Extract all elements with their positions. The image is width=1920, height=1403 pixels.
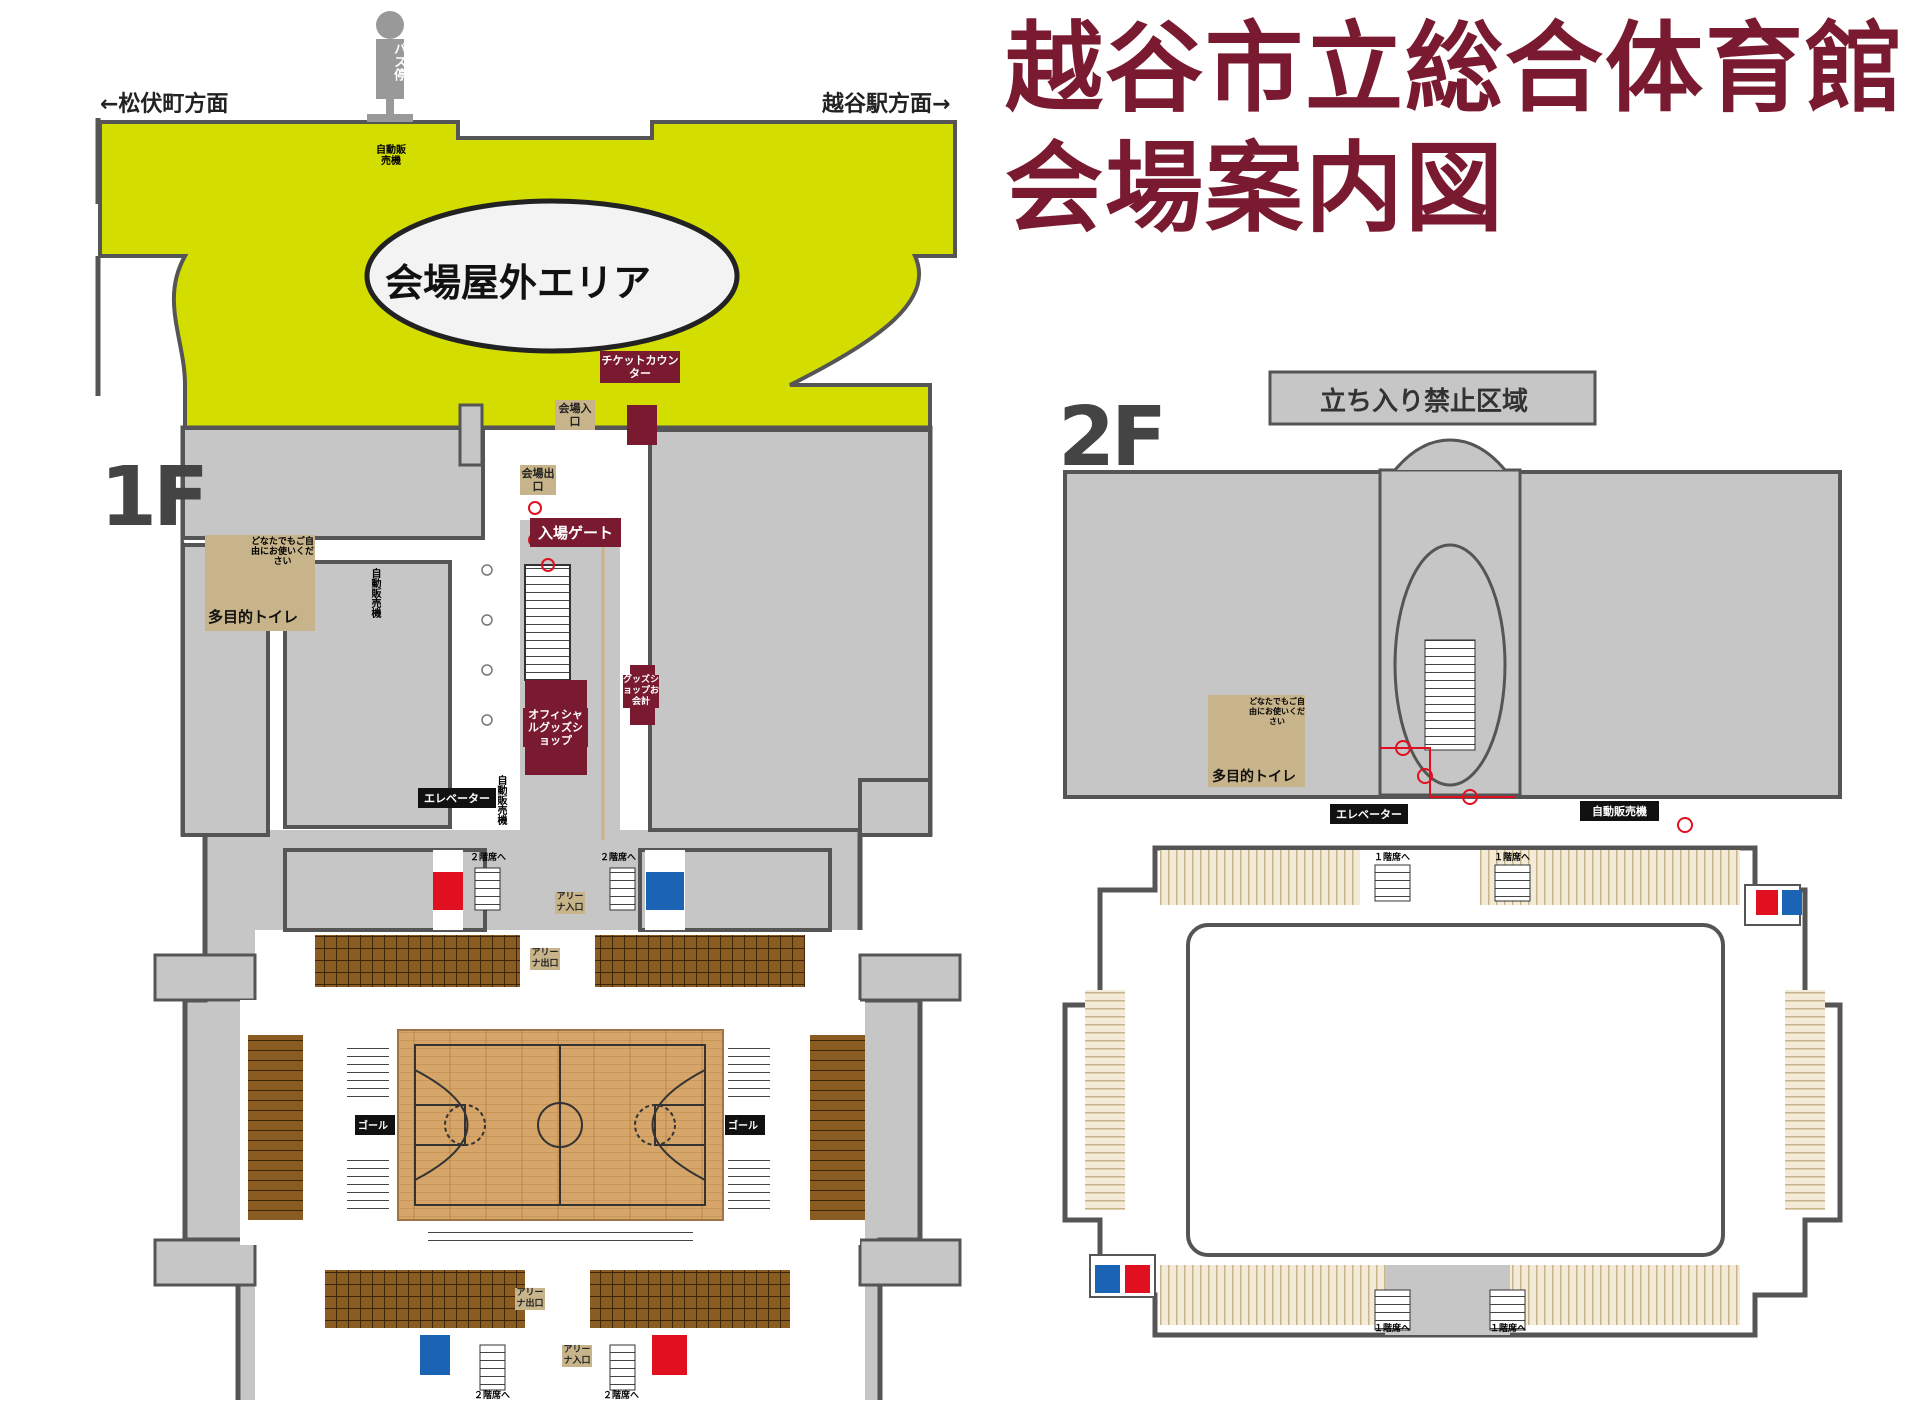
lobby-1f (483, 430, 650, 830)
seats-top-right (595, 935, 805, 987)
venue-exit-label: 会場出口 (520, 465, 556, 495)
seats-top-left (315, 935, 520, 987)
restroom-female-icon (433, 872, 1778, 1375)
room-right-small (858, 778, 932, 837)
floor-2f-label: 2F (1058, 390, 1167, 485)
floor-1f-label: 1F (100, 450, 209, 545)
vending-machine-1f-left-label: 自動販売機 (369, 568, 380, 618)
seats-left (248, 1035, 303, 1220)
direction-left-label: ←松伏町方面 (100, 92, 229, 117)
official-goods-shop-label: オフィシャルグッズショップ (523, 708, 588, 747)
seats-right (810, 1035, 865, 1220)
court-lines (414, 1044, 706, 1206)
goods-register-label: グッズショップお会計 (623, 675, 660, 708)
pillar-right-2 (858, 1238, 962, 1287)
to-1f-label-3: １階席へ (1373, 1324, 1410, 1334)
goal-right-label: ゴール (728, 1121, 758, 1132)
direction-right-label: 越谷駅方面→ (822, 92, 951, 117)
seats-bottom-left (325, 1270, 525, 1328)
pillars (481, 564, 493, 726)
goal-right (725, 1115, 765, 1135)
outdoor-area-oval (364, 198, 740, 354)
entry-gate-label: 入場ゲート (530, 518, 622, 547)
bench-2f-right (1785, 990, 1825, 1210)
escalator-1f (524, 564, 571, 681)
multipurpose-toilet-label-1f: 多目的トイレ (208, 608, 299, 626)
tower-arch (1393, 438, 1507, 471)
bench-2f-left (1085, 990, 1125, 1210)
multipurpose-toilet-label-2f: 多目的トイレ (1212, 769, 1296, 785)
room-right-large (648, 428, 932, 832)
goal-left-label: ゴール (358, 1121, 388, 1132)
room-left-top (181, 426, 485, 540)
pillar-left-1 (153, 953, 257, 1002)
arena-entrance-label-bottom: アリーナ入口 (562, 1345, 592, 1367)
bus-stop-icon (367, 11, 413, 122)
elevator-label-2f: エレベーター (1330, 804, 1408, 824)
to-1f-label-1: １階席へ (1373, 853, 1410, 863)
restricted-area-sign (1268, 370, 1597, 426)
elevator-label-1f: エレベーター (418, 788, 496, 808)
room-top-small (458, 403, 484, 467)
bus-stop-label: バス停 (391, 42, 406, 81)
wheelchair-icon (205, 535, 1305, 787)
ticket-counter-booth (627, 405, 657, 445)
to-1f-label-4: １階席へ (1489, 1324, 1526, 1334)
venue-entrance-label: 会場入口 (555, 400, 595, 430)
vending-machine-1f-label: 自動販売機 (495, 775, 506, 825)
map-title-line2: 会場案内図 (1005, 132, 1506, 246)
seats-bottom-right (590, 1270, 790, 1328)
stairs-2f (1374, 864, 1531, 1331)
escalator-2f (1424, 639, 1476, 751)
vending-machine-2f-label: 自動販売機 (1580, 801, 1659, 821)
pillar-left-2 (153, 1238, 257, 1287)
to-2f-label-1: ２階席へ (470, 853, 507, 863)
restricted-area-label: 立ち入り禁止区域 (1320, 387, 1529, 417)
map-title-line1: 越谷市立総合体育館 (1005, 12, 1906, 126)
to-2f-label-4: ２階席へ (603, 1391, 640, 1401)
toilet-note-1f: どなたでもご自由にお使いください (250, 537, 314, 567)
goal-left (355, 1115, 395, 1135)
to-1f-label-2: １階席へ (1493, 853, 1530, 863)
stairs-1f (474, 867, 636, 1391)
vending-machine-outdoor-label: 自動販売機 (376, 145, 406, 167)
arena-entrance-label-top: アリーナ入口 (555, 892, 585, 914)
route-markers-2f (1380, 740, 1693, 833)
outdoor-area-label: 会場屋外エリア (385, 261, 652, 305)
arena-exit-label-bottom: アリーナ出口 (515, 1288, 545, 1310)
arena-2f-floor (1186, 923, 1725, 1257)
toilet-note-2f: どなたでもご自由にお使いください (1249, 697, 1305, 726)
to-2f-label-3: ２階席へ (474, 1391, 511, 1401)
ticket-counter-label: チケットカウンター (600, 351, 680, 383)
pillar-right-1 (858, 953, 962, 1002)
bench-stacks (347, 1047, 770, 1246)
to-2f-label-2: ２階席へ (600, 853, 637, 863)
restroom-male-icon (420, 872, 1802, 1375)
arena-exit-label-top: アリーナ出口 (530, 948, 560, 970)
